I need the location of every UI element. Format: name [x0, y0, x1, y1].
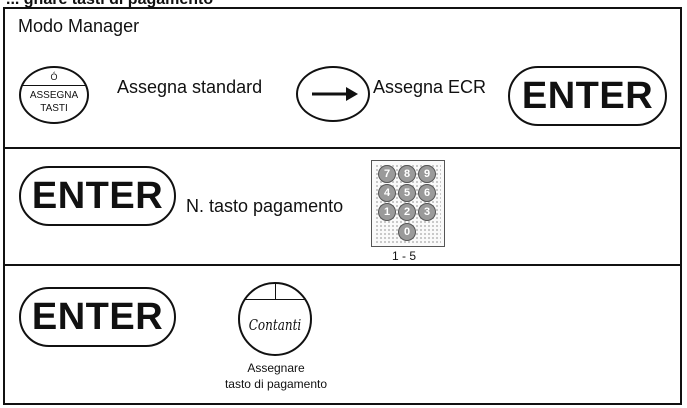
key-label-line2: TASTI [40, 103, 68, 114]
keypad-key-5[interactable]: 5 [398, 184, 416, 202]
keypad-key-3[interactable]: 3 [418, 203, 436, 221]
keypad-key-1[interactable]: 1 [378, 203, 396, 221]
range-label: 1 - 5 [392, 249, 417, 263]
section-divider-1 [3, 147, 682, 149]
keypad-key-8[interactable]: 8 [398, 165, 416, 183]
enter-key-2[interactable]: ENTER [19, 166, 176, 226]
keypad-key-0[interactable]: 0 [398, 223, 416, 241]
instruction-panel [3, 7, 682, 405]
assign-caption-line2: tasto di pagamento [224, 377, 328, 391]
numeric-keypad-icon[interactable]: 7 8 9 4 5 6 1 2 3 0 [371, 160, 445, 247]
contanti-key-separator [244, 299, 306, 300]
assegna-ecr-label: Assegna ECR [373, 77, 487, 97]
keypad-key-7[interactable]: 7 [378, 165, 396, 183]
payment-key-number-label: N. tasto pagamento [186, 196, 344, 216]
arrow-right-icon [312, 87, 358, 101]
page-title: ... gnare tasti di pagamento [6, 0, 213, 9]
contanti-key[interactable]: Contanti [238, 282, 312, 356]
keypad-key-6[interactable]: 6 [418, 184, 436, 202]
key-label-line1: ASSEGNA [29, 90, 79, 101]
assegna-standard-label: Assegna standard [117, 77, 263, 97]
keypad-key-4[interactable]: 4 [378, 184, 396, 202]
mode-heading: Modo Manager [18, 16, 140, 36]
assign-caption-line1: Assegnare [247, 361, 305, 375]
contanti-label: Contanti [248, 316, 302, 334]
key-top-label: Ó [50, 72, 58, 82]
keypad-key-2[interactable]: 2 [398, 203, 416, 221]
enter-key-1[interactable]: ENTER [508, 66, 667, 126]
enter-key-3[interactable]: ENTER [19, 287, 176, 347]
section-divider-2 [3, 264, 682, 266]
contanti-key-notch [275, 284, 276, 299]
arrow-key[interactable] [296, 66, 370, 122]
keypad-key-9[interactable]: 9 [418, 165, 436, 183]
assegna-tasti-key[interactable]: Ó ASSEGNA TASTI [19, 66, 89, 124]
key-separator [23, 85, 85, 86]
